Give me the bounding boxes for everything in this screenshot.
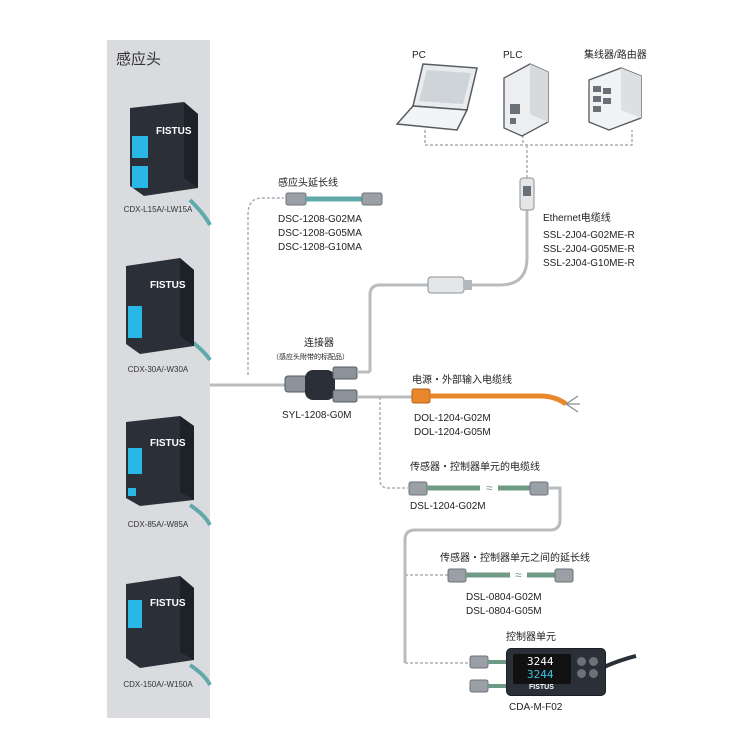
sensor-extension-title: 感应头延长线	[278, 178, 338, 189]
sensor-panel-title: 感应头	[116, 51, 162, 68]
controller-display: 3244 3244	[513, 654, 571, 684]
pc-label: PC	[412, 50, 426, 61]
sensor-controller-cable-title: 传感器・控制器单元的电缆线	[410, 462, 540, 473]
controller-branch-dashed	[379, 397, 408, 489]
brand-logo: FISTUS	[150, 598, 186, 609]
connector-title: 连接器	[304, 338, 334, 349]
controller-extension-model-2: DSL-0804-G05M	[466, 606, 542, 617]
sensor-cable-1	[188, 198, 212, 226]
laptop-icon	[395, 63, 478, 131]
power-cable-title: 电源・外部输入电缆线	[412, 375, 512, 386]
sensor-cdx-85a: FISTUS	[120, 412, 200, 517]
power-cable-model-1: DOL-1204-G02M	[414, 413, 491, 424]
ethernet-cable-title: Ethernet电缆线	[543, 213, 611, 224]
controller-unit: 3244 3244 FISTUS	[506, 648, 606, 696]
controller-extension-title: 传感器・控制器单元之间的延长线	[440, 553, 590, 564]
controller-feed-line	[403, 486, 562, 663]
ethernet-model-3: SSL-2J04-G10ME-R	[543, 258, 635, 269]
plc-label: PLC	[503, 50, 523, 61]
power-cable-icon	[411, 388, 580, 413]
network-dashed-line	[424, 130, 633, 146]
connector-model: SYL-1208-G0M	[282, 410, 352, 421]
sensor-model-4: CDX-150A/-W150A	[123, 680, 193, 689]
power-cable-model-2: DOL-1204-G05M	[414, 427, 491, 438]
controller-extension-cable-icon: ≈	[447, 568, 574, 583]
plc-icon	[503, 63, 549, 137]
sensor-cable-3	[188, 503, 212, 526]
connector-note: （感应头附带的标配品）	[272, 354, 349, 361]
controller-input-cables	[469, 655, 506, 693]
hub-label: 集线器/路由器	[584, 50, 647, 61]
sensor-extension-dashed	[247, 197, 284, 375]
extension-cable-icon	[285, 192, 383, 206]
brand-logo: FISTUS	[150, 438, 186, 449]
controller-brand: FISTUS	[529, 684, 554, 691]
sensor-cable-4	[188, 663, 212, 686]
display-value-top: 3244	[527, 655, 554, 668]
controller-model: CDA-M-F02	[509, 702, 563, 713]
controller-output-cable	[603, 654, 637, 669]
sensor-controller-cable-icon: ≈	[408, 481, 549, 496]
sensor-controller-cable-model: DSL-1204-G02M	[410, 501, 486, 512]
hub-router-icon	[588, 67, 642, 131]
sensor-model-3: CDX-85A/-W85A	[127, 520, 189, 529]
sensor-extension-model-3: DSC-1208-G10MA	[278, 242, 362, 253]
ethernet-connector-top	[519, 177, 535, 211]
brand-logo: FISTUS	[156, 126, 192, 137]
ethernet-model-1: SSL-2J04-G02ME-R	[543, 230, 635, 241]
svg-text:≈: ≈	[515, 568, 522, 582]
sensor-cdx-150a: FISTUS	[120, 572, 200, 677]
controller-buttons	[577, 657, 599, 681]
ethernet-model-2: SSL-2J04-G05ME-R	[543, 244, 635, 255]
display-value-bottom: 3244	[527, 668, 554, 681]
sensor-model-2: CDX-30A/-W30A	[127, 365, 189, 374]
controller-extension-model-1: DSL-0804-G02M	[466, 592, 542, 603]
sensor-extension-model-1: DSC-1208-G02MA	[278, 214, 362, 225]
sensor-cdx-l15a: FISTUS	[122, 100, 202, 209]
ethernet-connector-m12	[427, 276, 472, 294]
brand-logo: FISTUS	[150, 280, 186, 291]
svg-text:≈: ≈	[486, 481, 493, 495]
controller-title: 控制器单元	[506, 632, 556, 643]
sensor-model-1: CDX-L15A/-LW15A	[123, 205, 193, 214]
sensor-cdx-30a: FISTUS	[120, 254, 200, 367]
y-connector	[284, 366, 358, 403]
sensor-extension-model-2: DSC-1208-G05MA	[278, 228, 362, 239]
